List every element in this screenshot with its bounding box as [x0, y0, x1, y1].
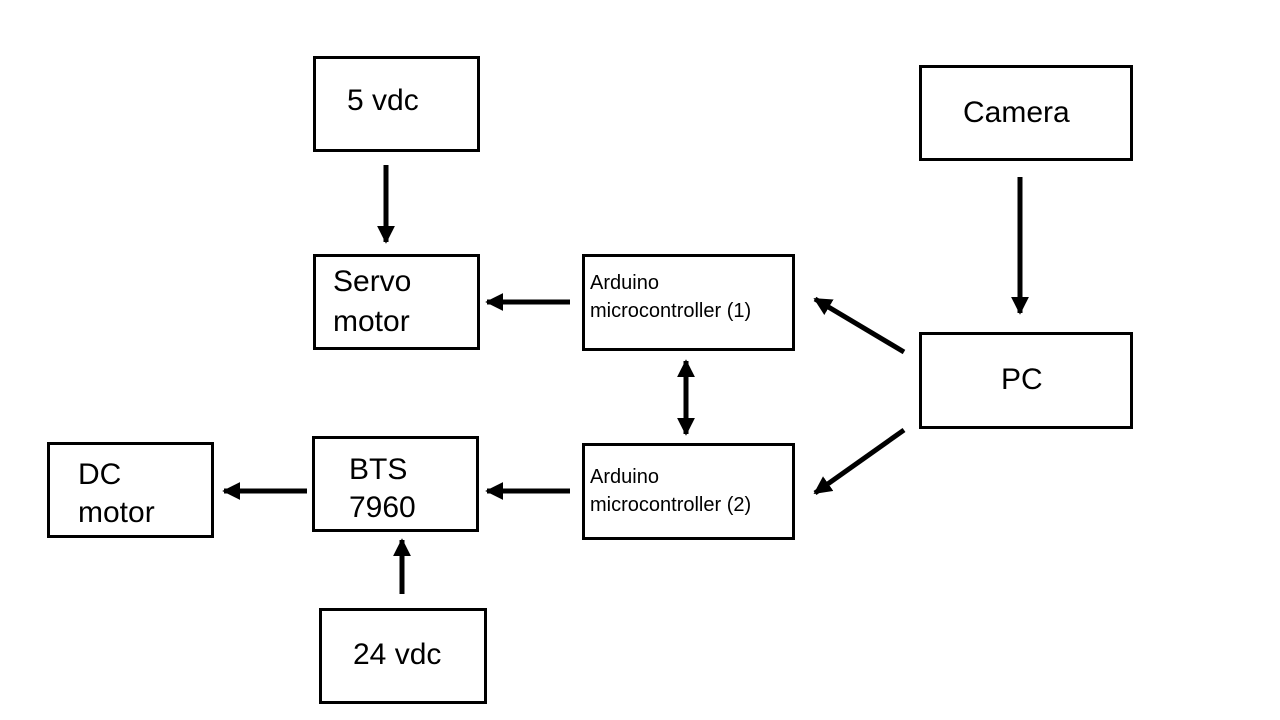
block-pc-label: PC — [1001, 363, 1043, 396]
block-arduino-1-line2: microcontroller (1) — [590, 300, 752, 322]
block-camera-label: Camera — [963, 96, 1070, 129]
block-servo-motor-line1: Servo — [333, 265, 412, 298]
block-servo-motor-line2: motor — [333, 305, 410, 338]
block-camera: Camera — [919, 65, 1133, 161]
block-dc-motor: DC motor — [47, 442, 214, 538]
block-5vdc: 5 vdc — [313, 56, 480, 152]
block-bts7960: BTS 7960 — [312, 436, 479, 532]
block-servo-motor: Servo motor — [313, 254, 480, 350]
block-bts7960-line2: 7960 — [349, 491, 416, 524]
block-arduino-2: Arduino microcontroller (2) — [582, 443, 795, 540]
block-dc-motor-line1: DC — [78, 458, 122, 491]
block-5vdc-label: 5 vdc — [347, 84, 419, 117]
arrow-pc-to-arduino2 — [813, 427, 906, 496]
block-pc: PC — [919, 332, 1133, 429]
arrow-pc-to-arduino1 — [813, 296, 906, 355]
block-arduino-2-line1: Arduino — [590, 466, 659, 488]
block-bts7960-line1: BTS — [349, 453, 408, 486]
block-arduino-1: Arduino microcontroller (1) — [582, 254, 795, 351]
block-dc-motor-line2: motor — [78, 496, 155, 529]
block-24vdc: 24 vdc — [319, 608, 487, 704]
block-arduino-1-line1: Arduino — [590, 272, 659, 294]
block-24vdc-label: 24 vdc — [353, 638, 442, 671]
block-arduino-2-line2: microcontroller (2) — [590, 494, 752, 516]
